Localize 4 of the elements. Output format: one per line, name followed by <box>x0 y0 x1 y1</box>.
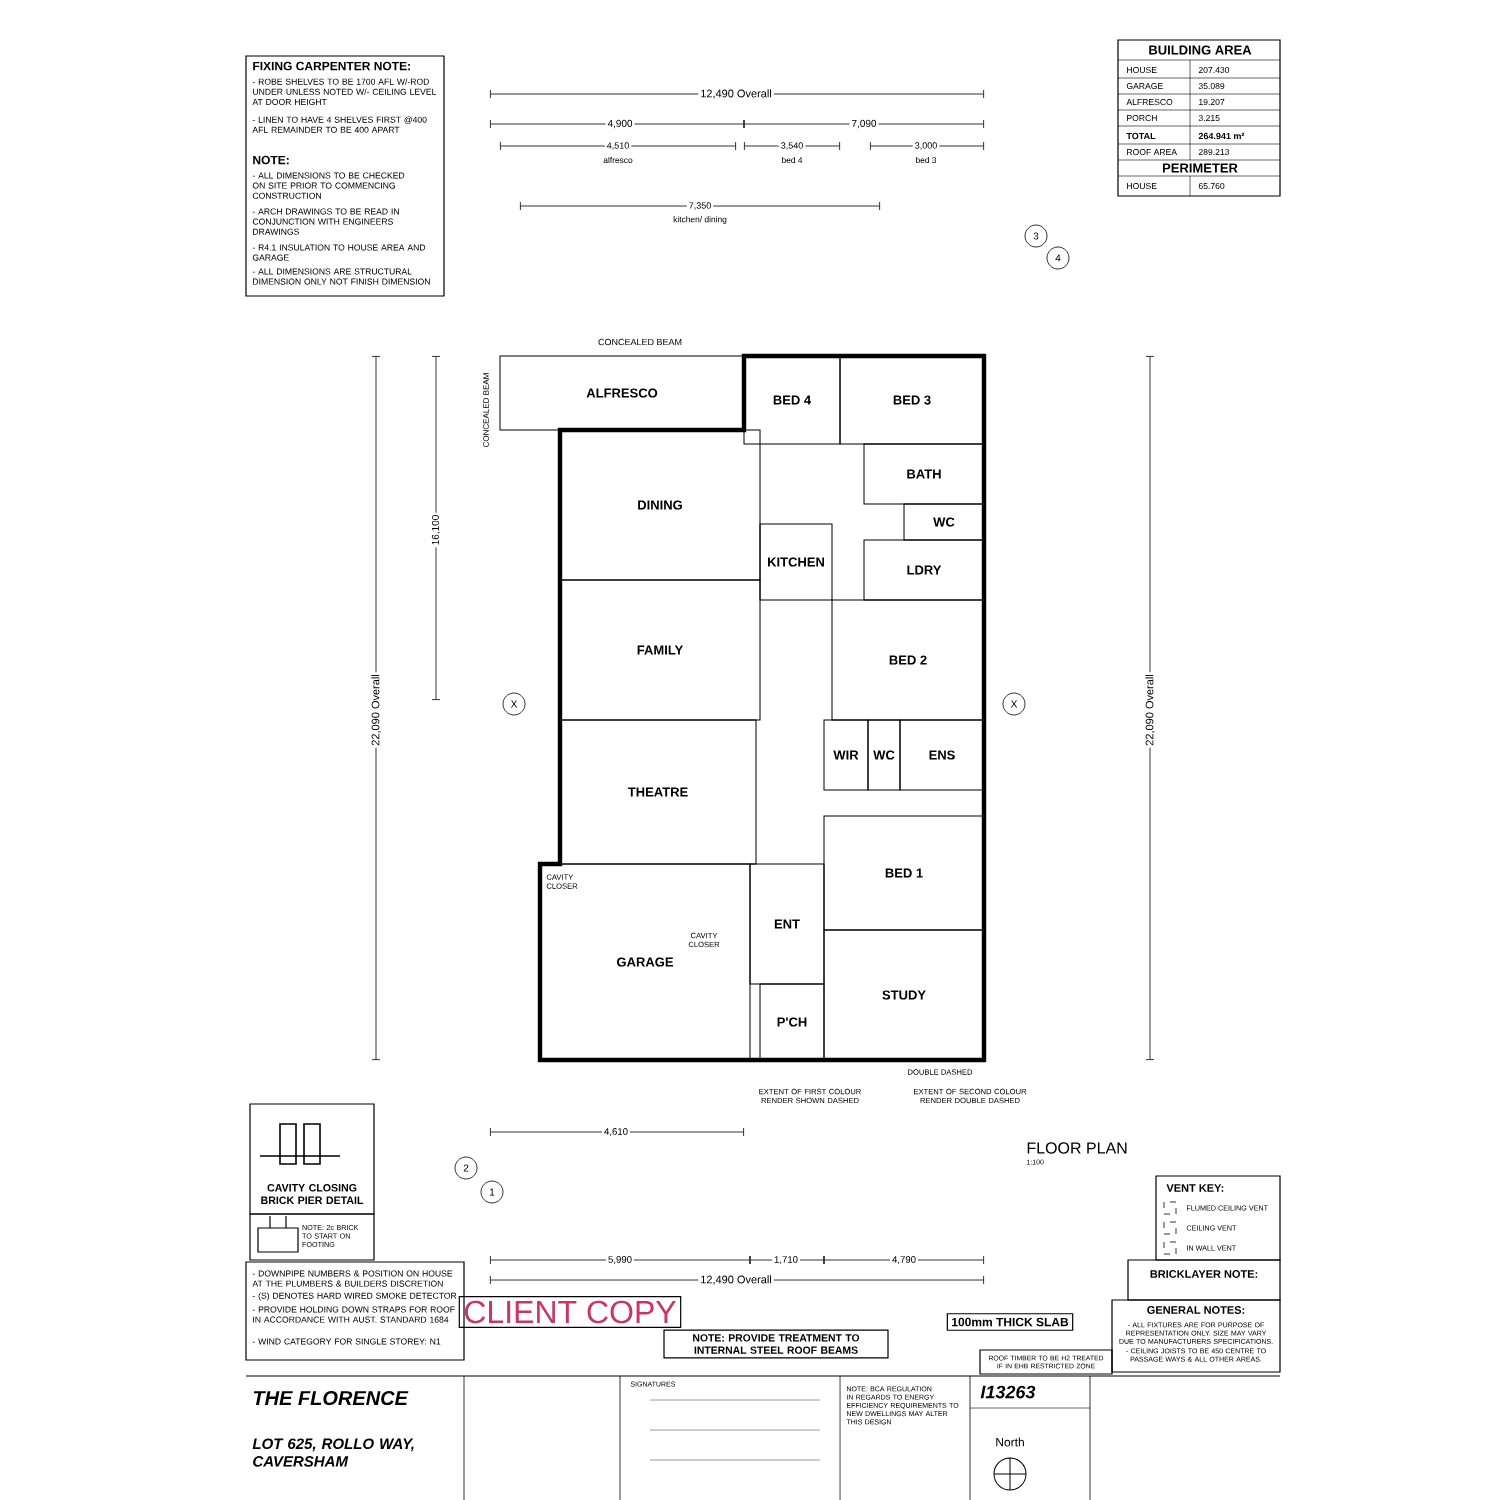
plan-title: FLOOR PLAN <box>1027 1142 1127 1154</box>
plan-number: I13263 <box>980 1385 1036 1399</box>
project-title: THE FLORENCE <box>253 1390 409 1406</box>
stamp-text: CLIENT COPY <box>458 1296 682 1328</box>
